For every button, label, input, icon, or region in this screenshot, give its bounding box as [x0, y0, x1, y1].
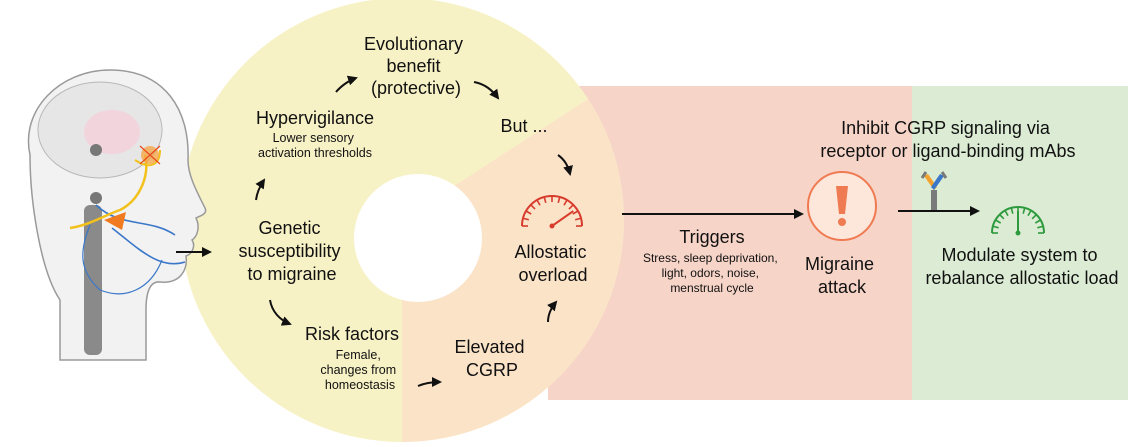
- arrow-elevated-to-allostatic: [547, 300, 558, 323]
- inhibit-cgrp-label: Inhibit CGRP signaling via receptor or l…: [820, 118, 1075, 161]
- triggers-title: Triggers: [679, 227, 744, 247]
- cycle-wedge: [402, 99, 624, 442]
- migraine-attack-label: Migraine attack: [805, 254, 879, 297]
- arrow-hyper-to-evo: [335, 75, 358, 93]
- elevated-cgrp-label: Elevated CGRP: [454, 337, 529, 380]
- head-profile-icon: [27, 69, 207, 361]
- gauge-icon: [521, 195, 583, 229]
- risk-factors-sub: Female, changes from homeostasis: [320, 348, 399, 392]
- triggers-list: Stress, sleep deprivation, light, odors,…: [643, 251, 781, 295]
- hypervigilance-title: Hypervigilance: [256, 108, 374, 128]
- treatment-band: [912, 86, 1128, 400]
- modulate-system-label: Modulate system to rebalance allostatic …: [925, 245, 1118, 288]
- arrow-genetic-to-risk: [269, 299, 292, 326]
- arrow-but-to-allostatic: [557, 154, 573, 176]
- cycle-hole: [354, 174, 482, 302]
- arrow-risk-to-elevated: [417, 377, 442, 388]
- exclamation-icon: [807, 171, 877, 241]
- antibody-icon: [920, 171, 948, 210]
- gauge-icon: [991, 206, 1045, 236]
- arrow-evo-to-but: [473, 81, 500, 100]
- genetic-susceptibility-label: Genetic susceptibility to migraine: [238, 218, 345, 284]
- hypervigilance-sub: Lower sensory activation thresholds: [258, 131, 372, 160]
- arrow-genetic-to-hyper: [255, 178, 266, 201]
- evolutionary-benefit-label: Evolutionary benefit (protective): [364, 34, 468, 98]
- risk-factors-title: Risk factors: [305, 324, 399, 344]
- but-label: But ...: [500, 116, 547, 136]
- allostatic-overload-label: Allostatic overload: [514, 242, 591, 285]
